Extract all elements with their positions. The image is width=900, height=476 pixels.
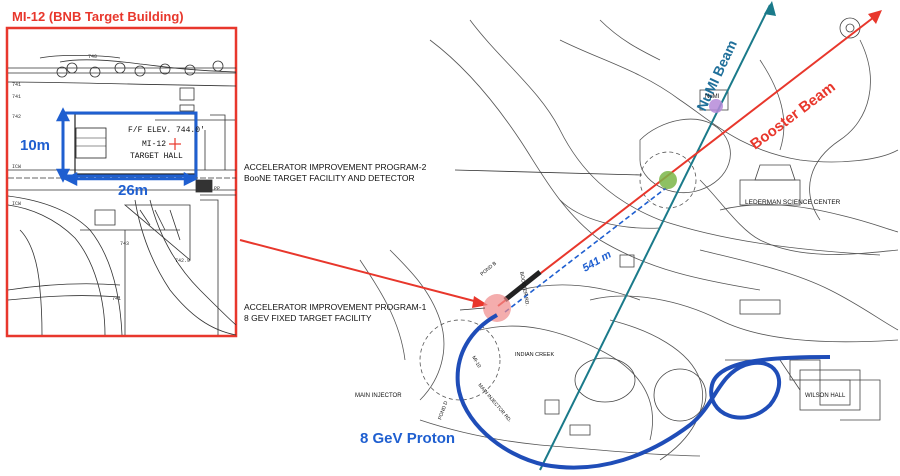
numi-beam (539, 1, 776, 471)
numi-building-label: NuMI (705, 94, 720, 100)
distance-line (504, 187, 667, 313)
booster-rd-label: BOOSTER RD. (518, 271, 530, 306)
booster-beam-label: Booster Beam (747, 78, 838, 153)
main-injector-rd-label: MAIN INJECTOR RD. (476, 382, 512, 423)
proton-beam-label: 8 GeV Proton (360, 430, 455, 447)
svg-text:ICW: ICW (12, 201, 21, 207)
numi-marker (709, 99, 723, 113)
svg-text:ICW: ICW (12, 164, 21, 170)
aip2-annotation: ACCELERATOR IMPROVEMENT PROGRAM-2 BooNE … (244, 162, 643, 183)
main-injector-label: MAIN INJECTOR (355, 393, 402, 399)
detector-marker (659, 171, 677, 189)
svg-text:741: 741 (12, 94, 21, 100)
inset-linework (7, 54, 237, 336)
inset-elevation-labels: 741 741 742 740 ICW ICW PP 743 742.9 741 (12, 54, 220, 302)
aip2-line2: BooNE TARGET FACILITY AND DETECTOR (244, 173, 415, 183)
svg-text:PP: PP (214, 186, 220, 192)
beam-pipe (503, 270, 542, 302)
aip1-annotation: ACCELERATOR IMPROVEMENT PROGRAM-1 8 GEV … (244, 302, 486, 323)
aip1-line1: ACCELERATOR IMPROVEMENT PROGRAM-1 (244, 302, 427, 312)
aip1-line2: 8 GEV FIXED TARGET FACILITY (244, 313, 372, 323)
mi10-label: MI-10 (470, 355, 482, 369)
hall-elevation: F/F ELEV. 744.0' (128, 126, 205, 135)
length-label: 26m (118, 182, 148, 199)
aip2-line1: ACCELERATOR IMPROVEMENT PROGRAM-2 (244, 162, 427, 172)
wilson-hall-label: WILSON HALL (805, 393, 846, 399)
target-marker (169, 138, 181, 150)
distance-label: 541 m (581, 249, 614, 275)
svg-text:741: 741 (12, 82, 21, 88)
inset-panel: MI-12 (BNB Target Building) (5, 9, 238, 338)
pond-d-label: POND D (437, 400, 449, 421)
hall-name: MI-12 (142, 140, 166, 149)
width-label: 10m (20, 137, 50, 154)
booster-beam (497, 10, 882, 307)
dimension-26m-arrow (63, 171, 198, 187)
inset-title: MI-12 (BNB Target Building) (12, 9, 184, 24)
svg-text:741: 741 (112, 296, 121, 302)
dimension-10m-arrow (55, 107, 71, 183)
svg-text:742.9: 742.9 (175, 258, 190, 264)
proton-beam-path (455, 313, 831, 470)
svg-text:740: 740 (88, 54, 97, 60)
target-facility-marker (483, 294, 511, 322)
svg-text:742: 742 (12, 114, 21, 120)
lederman-label: LEDERMAN SCIENCE CENTER (745, 199, 841, 206)
hall-label: TARGET HALL (130, 152, 183, 161)
indian-creek-label: INDIAN CREEK (515, 352, 554, 358)
inset-connector-arrow (239, 239, 488, 308)
pond-b-label: POND B (479, 260, 498, 277)
svg-text:743: 743 (120, 241, 129, 247)
